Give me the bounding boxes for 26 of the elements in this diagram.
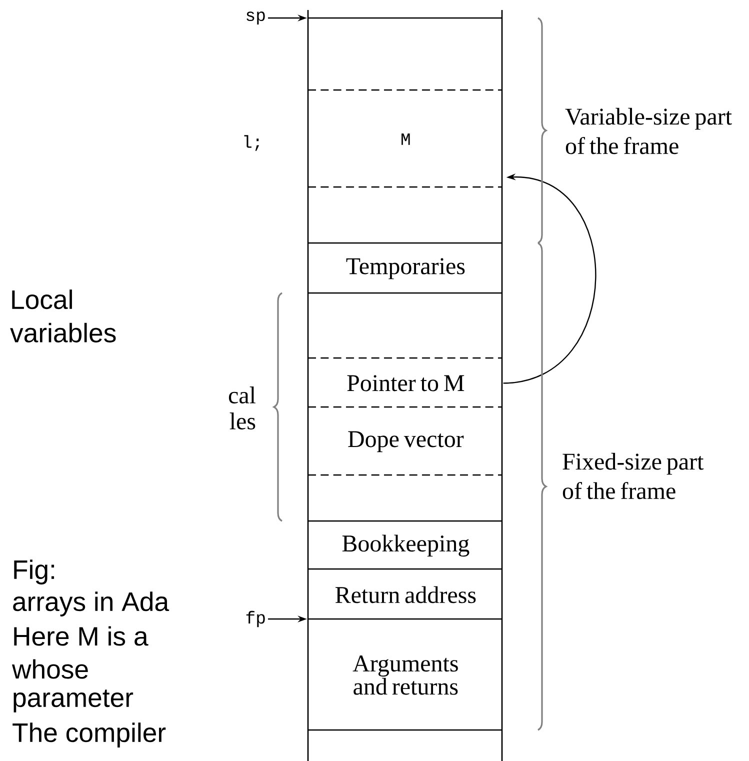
code-text: l; — [244, 135, 260, 151]
pointer-label: fp — [246, 610, 265, 628]
brace-label: Variable-size part of the frame — [565, 108, 732, 154]
brace-label: Fixed-size part of the frame — [562, 452, 704, 500]
stack-cell: Pointer to M — [307, 357, 503, 407]
brace-label: les — [230, 412, 256, 430]
stack-cell — [307, 186, 503, 243]
stack-cell: Temporaries — [307, 242, 503, 293]
stack-cell — [307, 474, 503, 521]
stack-cell: M — [307, 89, 503, 187]
stack-cell: Return address — [307, 568, 503, 619]
stack-cell: Arguments and returns — [307, 618, 503, 730]
brace-label: cal — [228, 386, 256, 404]
overlay-text: Here M is a — [14, 626, 148, 646]
overlay-text: The compiler — [12, 722, 166, 748]
pointer-label: sp — [246, 12, 265, 24]
stack-cell — [307, 729, 503, 761]
overlay-text: arrays in Ada — [13, 592, 170, 616]
stack-cell: Dope vector — [307, 406, 503, 475]
overlay-text: Fig: — [14, 560, 54, 584]
overlay-text: Local variables — [10, 290, 116, 342]
stack-cell: Bookkeeping — [307, 520, 503, 569]
stack-cell — [307, 10, 503, 90]
stack-cell — [307, 292, 503, 358]
overlay-text: parameter — [14, 690, 134, 712]
overlay-text: whose — [12, 659, 88, 679]
